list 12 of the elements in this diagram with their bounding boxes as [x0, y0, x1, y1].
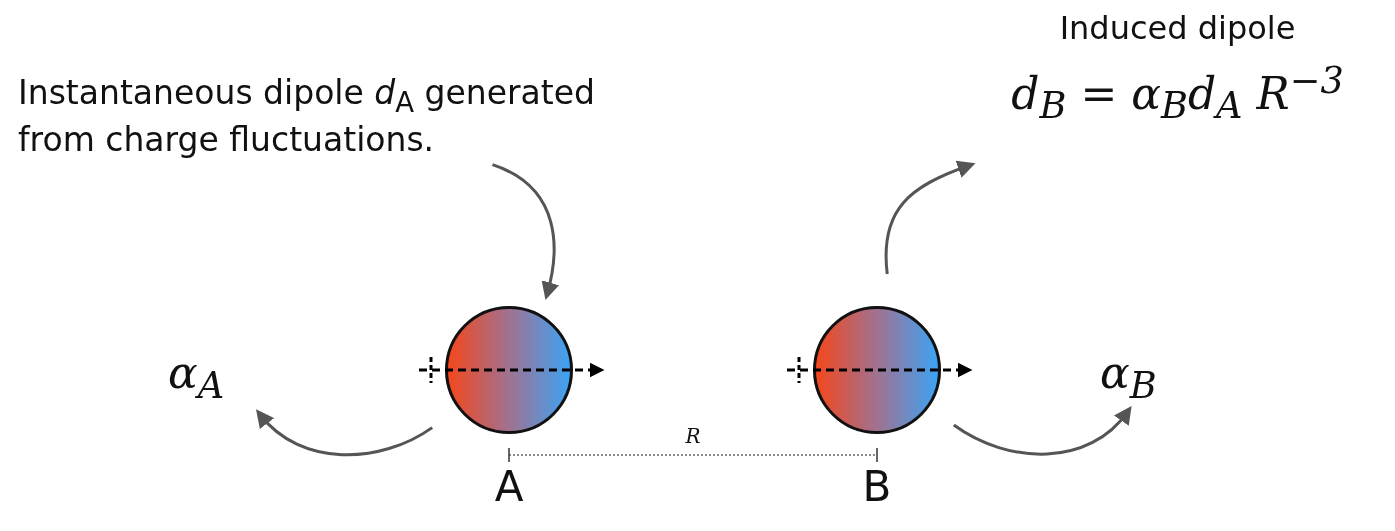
point-label: B	[861, 466, 893, 508]
curved-arrow	[491, 163, 559, 301]
description-text: Instantaneous dipole d$_{A}$ generated from charge fluctuations.	[18, 72, 596, 161]
curved-arrow	[884, 160, 976, 275]
formula: d$_{B}$ = α$_{B}$d$_{A}$ R$^{−3}$	[1010, 58, 1345, 130]
point-label: A	[493, 466, 525, 508]
distance-label: R	[684, 426, 702, 446]
curved-arrow	[255, 409, 433, 457]
curved-arrow	[953, 406, 1133, 456]
polarizability-symbol: α$_{A}$	[168, 346, 226, 409]
heading: Induced dipole	[1058, 8, 1297, 48]
polarizability-symbol: α$_{B}$	[1100, 346, 1158, 409]
